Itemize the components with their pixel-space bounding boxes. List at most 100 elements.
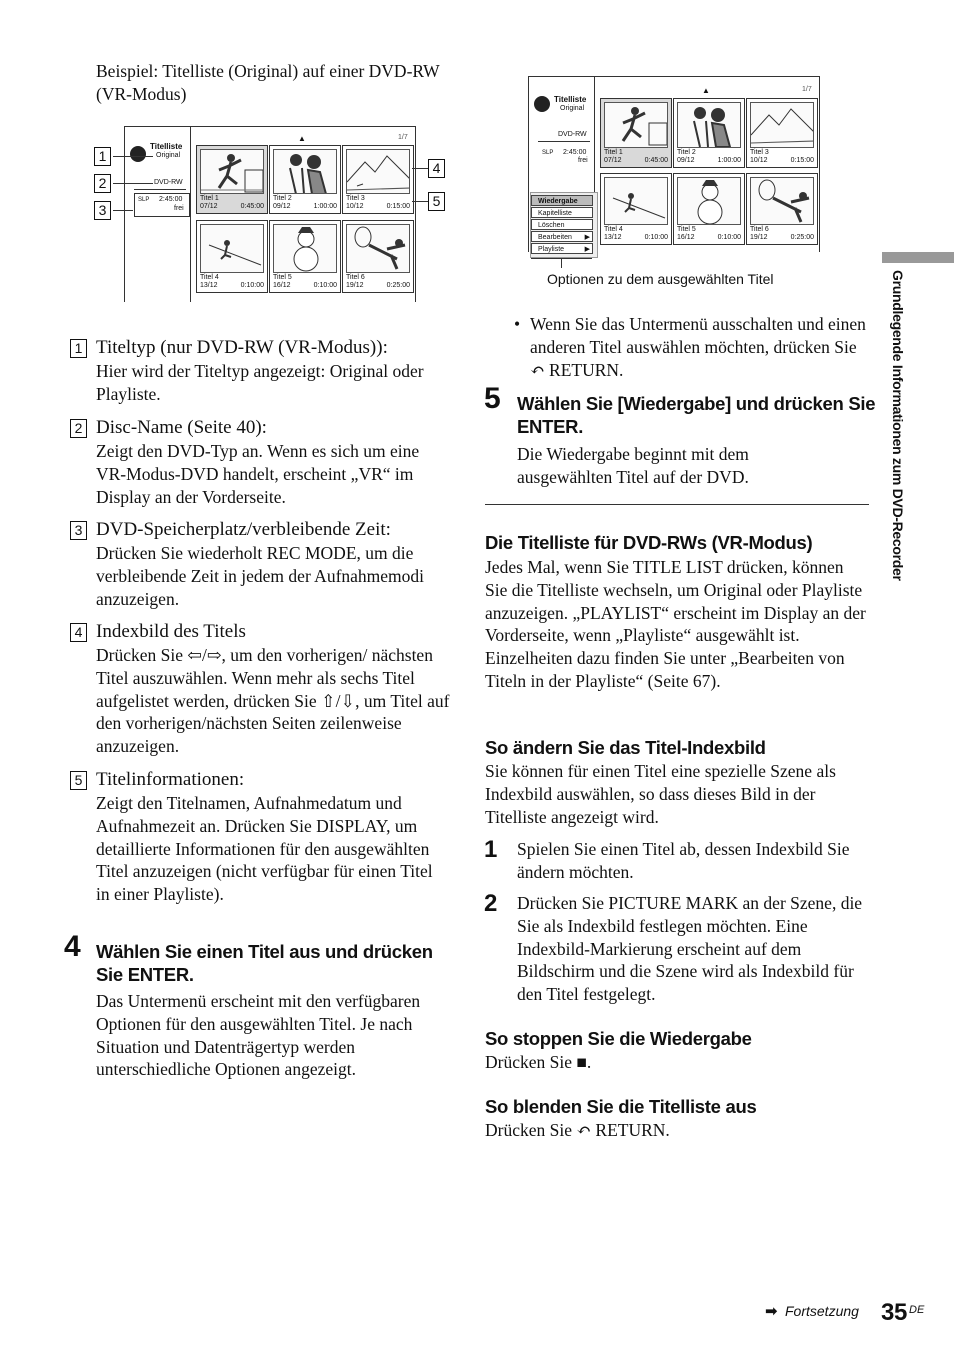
title-name: Titel 5	[677, 226, 696, 233]
title-date: 16/12	[677, 234, 695, 241]
disc-icon	[534, 96, 550, 112]
callout-line-1	[113, 156, 153, 157]
submenu-arrow-icon: ▶	[584, 246, 590, 253]
section-vr-heading: Die Titelliste für DVD-RWs (VR-Modus)	[485, 532, 813, 553]
thumbnail-image	[604, 177, 668, 225]
title-date: 13/12	[604, 234, 622, 241]
disc-underline	[538, 141, 590, 142]
legend-item-1: 1 Titeltyp (nur DVD-RW (VR-Modus)): Hier…	[70, 336, 450, 406]
page-suffix: DE	[909, 1304, 925, 1316]
submenu-caption: Optionen zu dem ausgewählten Titel	[547, 271, 774, 287]
disc-underline	[134, 189, 186, 190]
title-duration: 0:25:00	[790, 234, 814, 241]
side-tab-text-wrap: Grundlegende Informationen zum DVD-Recor…	[888, 270, 910, 630]
section-index-body: Sie können für einen Titel eine speziell…	[485, 761, 836, 827]
callout-5: 5	[428, 192, 445, 211]
menu-item-play[interactable]: Wiedergabe	[531, 195, 593, 206]
list-title: Titelliste	[150, 142, 183, 151]
section-stop-body: Drücken Sie ■.	[485, 1052, 592, 1072]
thumbnail-image	[677, 102, 741, 148]
title-name: Titel 4	[604, 226, 623, 233]
title-date: 07/12	[200, 203, 218, 210]
title-date: 16/12	[273, 282, 291, 289]
title-duration: 0:10:00	[644, 234, 668, 241]
legend-desc: Zeigt den DVD-Typ an. Wenn es sich um ei…	[96, 441, 420, 507]
title-name: Titel 3	[750, 149, 769, 156]
title-duration: 0:25:00	[386, 282, 410, 289]
submenu-arrow-icon: ▶	[584, 234, 590, 241]
legend-item-3: 3 DVD-Speicherplatz/verbleibende Zeit: D…	[70, 518, 450, 610]
index-step-2-text: Drücken Sie PICTURE MARK an der Szene, d…	[517, 893, 863, 1005]
step-4-body: Das Untermenü erscheint mit den verfügba…	[96, 991, 421, 1080]
list-title: Titelliste	[554, 95, 587, 104]
page-number: 35	[881, 1299, 908, 1326]
title-duration: 0:15:00	[790, 157, 814, 164]
title-date: 19/12	[346, 282, 364, 289]
rec-mode: SLP	[138, 197, 150, 203]
menu-item-playlist[interactable]: Playliste ▶	[531, 243, 593, 254]
continue-label: Fortsetzung	[785, 1303, 859, 1319]
legend-badge: 3	[70, 521, 87, 540]
legend-badge: 5	[70, 771, 87, 790]
legend-title: Indexbild des Titels	[96, 621, 246, 642]
title-date: 09/12	[677, 157, 695, 164]
step-5-heading: Wählen Sie [Wiedergabe] und drücken Sie …	[517, 393, 876, 437]
legend-desc: Zeigt den Titelnamen, Aufnahmedatum und …	[96, 793, 433, 905]
scroll-up-icon[interactable]: ▲	[702, 86, 710, 95]
legend-desc: Drücken Sie wiederholt REC MODE, um die …	[96, 543, 425, 609]
disc-name: DVD-RW	[154, 179, 183, 186]
page-indicator: 1/7	[398, 134, 408, 141]
title-duration: 0:10:00	[240, 282, 264, 289]
side-tab-label: Grundlegende Informationen zum DVD-Recor…	[890, 270, 906, 581]
thumbnail-image	[200, 224, 264, 273]
title-name: Titel 5	[273, 274, 292, 281]
menu-item-edit[interactable]: Bearbeiten▶	[531, 231, 593, 242]
title-name: Titel 4	[200, 274, 219, 281]
callout-1: 1	[94, 147, 111, 166]
legend-item-5: 5 Titelinformationen: Zeigt den Titelnam…	[70, 768, 450, 906]
menu-label: Playliste	[538, 246, 565, 253]
screen-top-border	[124, 126, 416, 127]
free-label: frei	[174, 205, 184, 212]
legend-title: Titeltyp (nur DVD-RW (VR-Modus)):	[96, 337, 388, 358]
title-name: Titel 2	[677, 149, 696, 156]
index-step-1-text: Spielen Sie einen Titel ab, dessen Index…	[517, 839, 850, 882]
screen-top-border	[528, 76, 820, 77]
list-type: Original	[156, 152, 181, 159]
callout-line-3	[113, 210, 133, 211]
callout-3: 3	[94, 201, 111, 220]
scroll-up-icon[interactable]: ▲	[298, 134, 306, 143]
thumbnail-image	[750, 102, 814, 148]
title-duration: 0:10:00	[717, 234, 741, 241]
section-index-heading: So ändern Sie das Titel-Indexbild	[485, 737, 766, 758]
section-hide-body: Drücken Sie ↶ RETURN.	[485, 1120, 670, 1140]
menu-item-delete[interactable]: Löschen	[531, 219, 593, 230]
menu-item-chapters[interactable]: Kapitelliste	[531, 207, 593, 218]
title-duration: 1:00:00	[717, 157, 741, 164]
title-duration: 0:45:00	[644, 157, 668, 164]
thumbnail-image	[346, 224, 410, 273]
screen-left-border	[124, 126, 125, 302]
callout-line-4	[412, 168, 428, 169]
title-name: Titel 1	[200, 195, 219, 202]
step-4-number: 4	[64, 930, 81, 963]
legend-title: Disc-Name (Seite 40):	[96, 417, 267, 438]
